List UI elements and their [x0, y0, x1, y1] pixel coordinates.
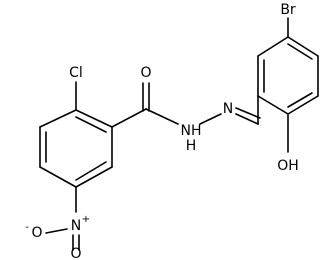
ring-bond: [287, 95, 319, 115]
ring-double-bond: [287, 43, 313, 60]
ring-double-bond: [287, 92, 313, 108]
ring-carbonyl-bond: [111, 108, 147, 128]
ring-double-bond: [75, 116, 107, 133]
nitro-positive-charge: +: [82, 214, 90, 225]
nitro-oxygen-left-label: O: [31, 225, 42, 241]
nitro-oxygen-bottom-label: O: [70, 246, 81, 260]
bromine-atom-label: Br: [280, 2, 296, 18]
hydroxyl-label: OH: [277, 158, 299, 174]
ring-bond: [287, 36, 319, 57]
imine-double-bond-2: [235, 107, 261, 119]
ring-bond: [75, 166, 113, 188]
nh-hydrogen-label: H: [186, 138, 197, 154]
right-benzene-ring: [257, 36, 319, 115]
carbonyl-oxygen-label: O: [140, 65, 151, 81]
imine-double-bond-1: [235, 113, 259, 125]
carbonyl-nh-bond: [145, 108, 179, 125]
nitro-nitrogen-label: N: [71, 218, 81, 234]
nh-label: NH: [181, 123, 202, 139]
ring-bond: [39, 109, 77, 128]
ring-bond: [75, 109, 113, 128]
ring-double-bond: [75, 161, 107, 181]
ring-bond: [257, 36, 289, 57]
chlorine-atom-label: Cl: [69, 65, 83, 81]
imine-nitrogen-label: N: [223, 101, 233, 117]
nitro-negative-charge: -: [25, 222, 29, 233]
left-benzene-ring: [39, 109, 113, 188]
n-n-bond: [199, 113, 222, 125]
ring-bond: [257, 95, 289, 115]
n-o-single-bond: [45, 228, 68, 234]
ring-bond: [39, 166, 77, 188]
